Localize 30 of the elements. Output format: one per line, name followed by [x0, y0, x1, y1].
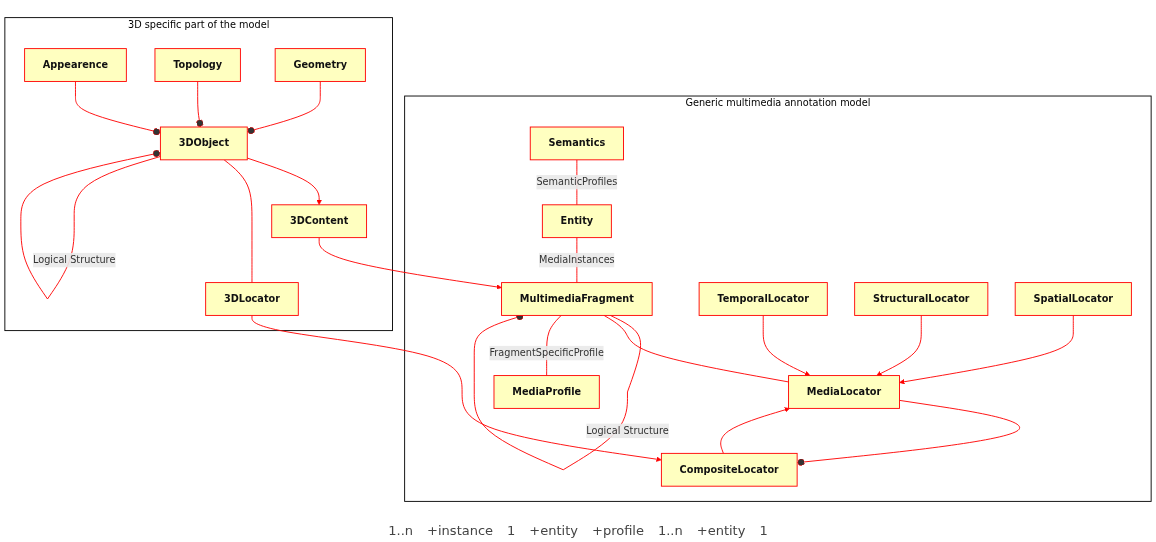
- node-box: MediaLocator: [788, 375, 900, 409]
- node-box: CompositeLocator: [660, 452, 798, 487]
- multiplicity-label: 1..n: [657, 523, 683, 538]
- edge-label: FragmentSpecificProfile: [489, 347, 604, 359]
- node-box: Topology: [154, 48, 241, 82]
- node-box: 3DLocator: [205, 282, 299, 316]
- edge-label: SemanticProfiles: [536, 176, 618, 188]
- multiplicity-label: +profile: [592, 523, 644, 538]
- node-box: Geometry: [274, 48, 366, 82]
- edge-label: Logical Structure: [32, 254, 116, 266]
- node-box: MultimediaFragment: [501, 282, 653, 316]
- connector: [603, 314, 790, 383]
- connector: [223, 159, 253, 284]
- node-box: MediaProfile: [493, 375, 600, 409]
- multiplicity-label: +entity: [529, 523, 578, 538]
- node-box: StructuralLocator: [854, 282, 989, 316]
- node-box: Entity: [541, 204, 612, 239]
- multiplicity-label: 1: [507, 523, 516, 538]
- node-box: 3DObject: [159, 126, 248, 161]
- edge-label: Logical Structure: [586, 424, 669, 437]
- node-box: Appearence: [24, 48, 127, 82]
- multiplicity-label: 1..n: [388, 523, 414, 538]
- multiplicity-label: +instance: [427, 523, 494, 538]
- node-box: Semantics: [529, 126, 624, 161]
- node-box: TemporalLocator: [698, 282, 828, 316]
- multiplicity-label: +entity: [696, 523, 746, 538]
- node-box: 3DContent: [271, 204, 368, 239]
- multiplicity-label: 1: [759, 523, 768, 538]
- node-box: SpatialLocator: [1014, 282, 1132, 316]
- edge-label: MediaInstances: [539, 254, 615, 266]
